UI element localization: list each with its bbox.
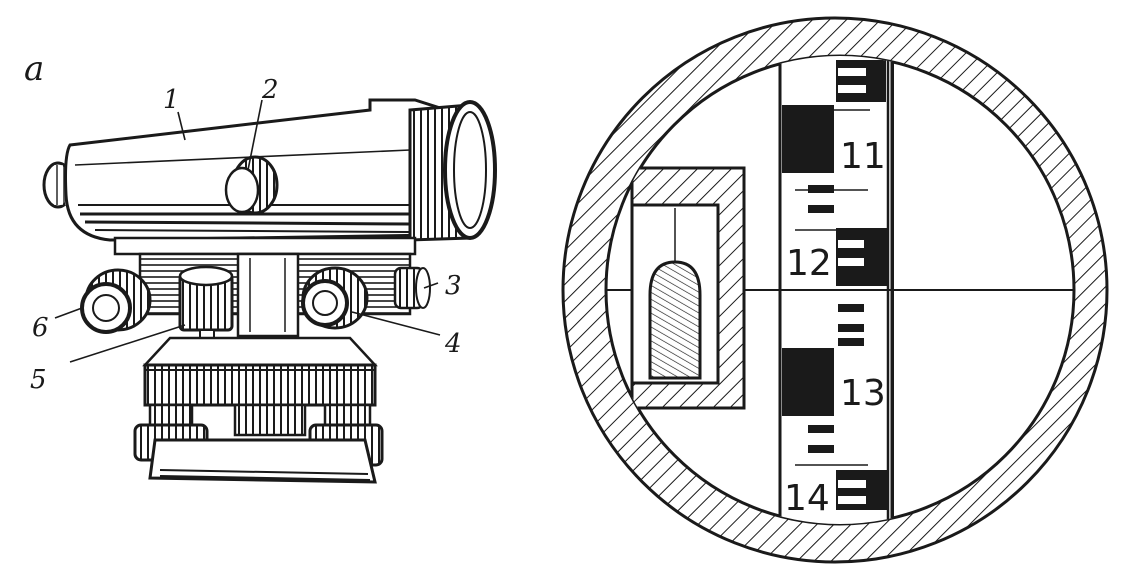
objective-ring [408, 100, 497, 242]
instrument-body [113, 236, 417, 338]
callout-3: 3 [445, 271, 462, 301]
callout-6: 6 [32, 313, 49, 343]
level-bubble-window [630, 166, 746, 410]
telescope-field-of-view: 11 12 13 14 [561, 16, 1109, 564]
fine-motion-knob [301, 266, 369, 330]
callout-5: 5 [30, 365, 47, 395]
panel-label: a [24, 49, 44, 89]
callout-1: 1 [163, 85, 180, 115]
callout-4: 4 [444, 329, 462, 359]
staff-reading-12: 12 [786, 243, 832, 284]
callout-leaders [54, 99, 441, 363]
staff-reading-14: 14 [784, 478, 830, 519]
level-instrument-drawing: a [24, 49, 497, 484]
level-bubble [648, 260, 702, 380]
focus-knob [224, 155, 279, 215]
callout-2: 2 [261, 75, 279, 105]
tribrach [133, 336, 384, 484]
staff-reading-13: 13 [840, 373, 886, 414]
right-small-knob [393, 266, 431, 310]
tangent-screw-knob [80, 268, 152, 334]
staff-reading-11: 11 [840, 136, 886, 177]
clamp-screw [178, 265, 234, 345]
